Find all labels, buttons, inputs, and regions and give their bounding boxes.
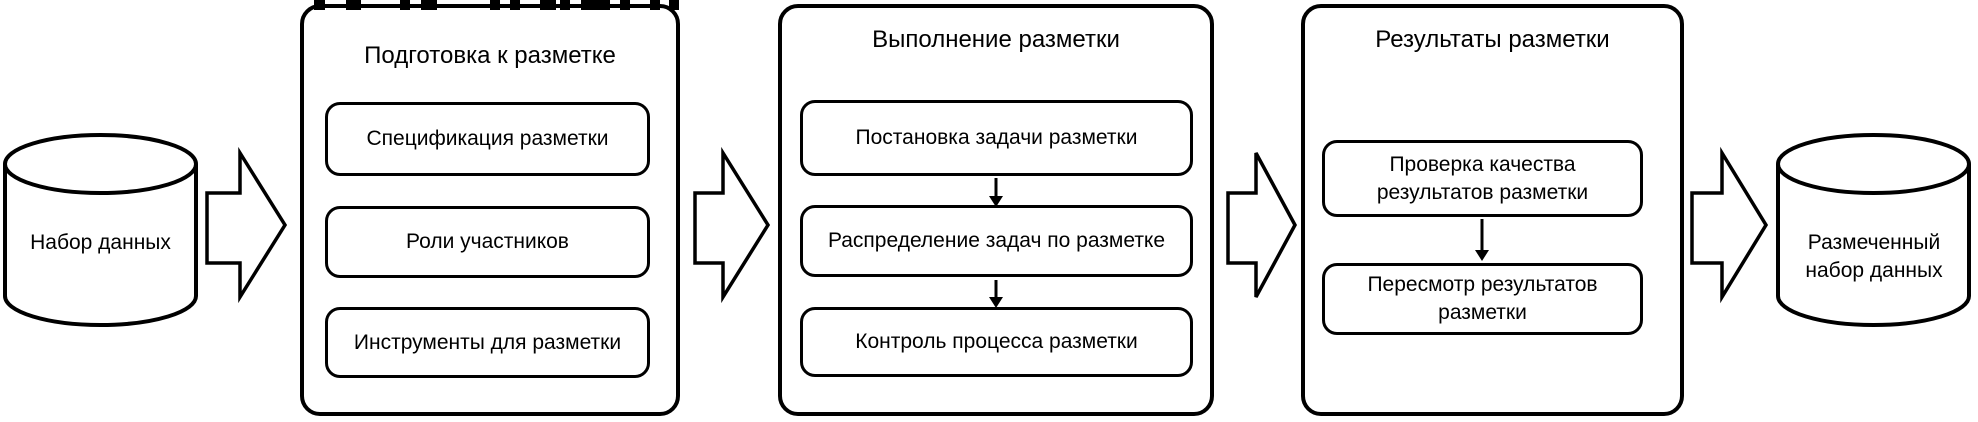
stage-item: Роли участников <box>325 206 650 278</box>
output-datastore-label: Размеченный набор данных <box>1805 231 1943 282</box>
flow-arrow-icon <box>1226 152 1297 298</box>
input-datastore-label: Набор данных <box>30 231 171 254</box>
stage-item: Пересмотр результатов разметки <box>1322 263 1643 335</box>
sequence-arrow-icon <box>989 178 1003 207</box>
stage-title: Результаты разметки <box>1375 26 1610 53</box>
database-cylinder-icon <box>1776 133 1971 327</box>
stage-item: Распределение задач по разметке <box>800 205 1193 277</box>
flow-arrow-icon <box>693 146 771 304</box>
database-cylinder-icon <box>3 133 198 327</box>
stage-item: Проверка качества результатов разметки <box>1322 140 1643 217</box>
stage-item: Контроль процесса разметки <box>800 307 1193 377</box>
stage-preparation: Подготовка к разметке Спецификация разме… <box>300 4 680 416</box>
stage-title: Выполнение разметки <box>872 26 1120 53</box>
stage-item: Постановка задачи разметки <box>800 100 1193 176</box>
stage-item: Инструменты для разметки <box>325 307 650 378</box>
sequence-arrow-icon <box>989 280 1003 308</box>
flow-arrow-icon <box>205 146 288 304</box>
sequence-arrow-icon <box>1475 219 1489 261</box>
stage-title: Подготовка к разметке <box>364 42 616 69</box>
stage-item: Спецификация разметки <box>325 102 650 176</box>
flow-arrow-icon <box>1690 146 1769 304</box>
stage-results: Результаты разметки Проверка качества ре… <box>1301 4 1684 416</box>
stage-execution: Выполнение разметки Постановка задачи ра… <box>778 4 1214 416</box>
